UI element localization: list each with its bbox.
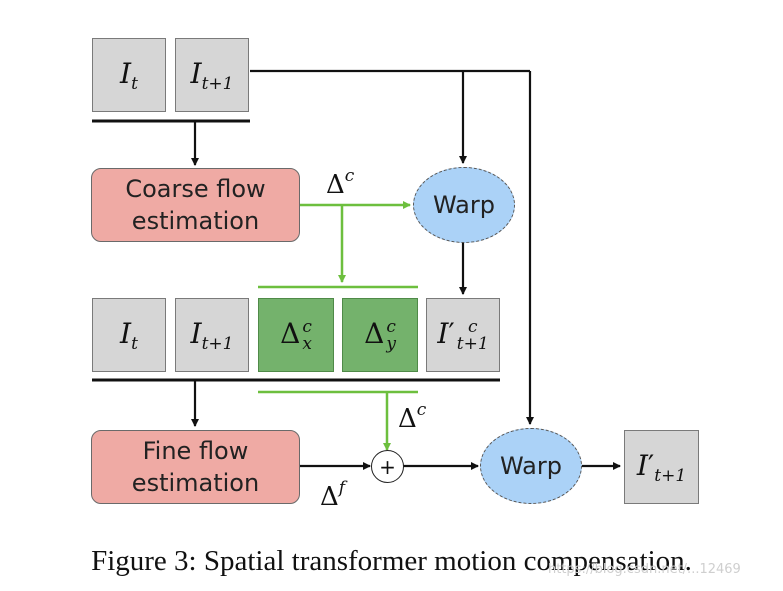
figure-caption: Figure 3: Spatial transformer motion com…	[91, 545, 692, 577]
sum-node: +	[371, 450, 404, 483]
warp-top-node: Warp	[413, 167, 515, 243]
delta-f-label: Δf	[320, 478, 346, 512]
output-frame-sub: t+1	[654, 465, 687, 486]
coarse-flow-line2: estimation	[131, 207, 260, 235]
output-frame-box: I′t+1	[624, 430, 699, 504]
frame-it-stack-sub: t	[131, 333, 138, 354]
fine-flow-estimation-box: Fine flow estimation	[91, 430, 300, 504]
frame-it1-top-sub: t+1	[201, 73, 234, 94]
coarse-flow-line1: Coarse flow	[125, 175, 266, 203]
delta-c-label-mid: Δc	[398, 400, 427, 434]
watermark: https://blog.csdn.net/...12469	[548, 562, 741, 577]
frame-it-top-sub: t	[131, 73, 138, 94]
frame-it1-top: It+1	[175, 38, 249, 112]
frame-it-top: It	[92, 38, 166, 112]
warp-bottom-node: Warp	[480, 428, 582, 504]
coarse-flow-estimation-box: Coarse flow estimation	[91, 168, 300, 242]
fine-flow-line1: Fine flow	[142, 437, 249, 465]
delta-c-label-top: Δc	[326, 166, 355, 200]
frame-it1-stack-sub: t+1	[201, 333, 234, 354]
fine-flow-line2: estimation	[131, 469, 260, 497]
frame-it-stack: It	[92, 298, 166, 372]
frame-it1-stack: It+1	[175, 298, 249, 372]
